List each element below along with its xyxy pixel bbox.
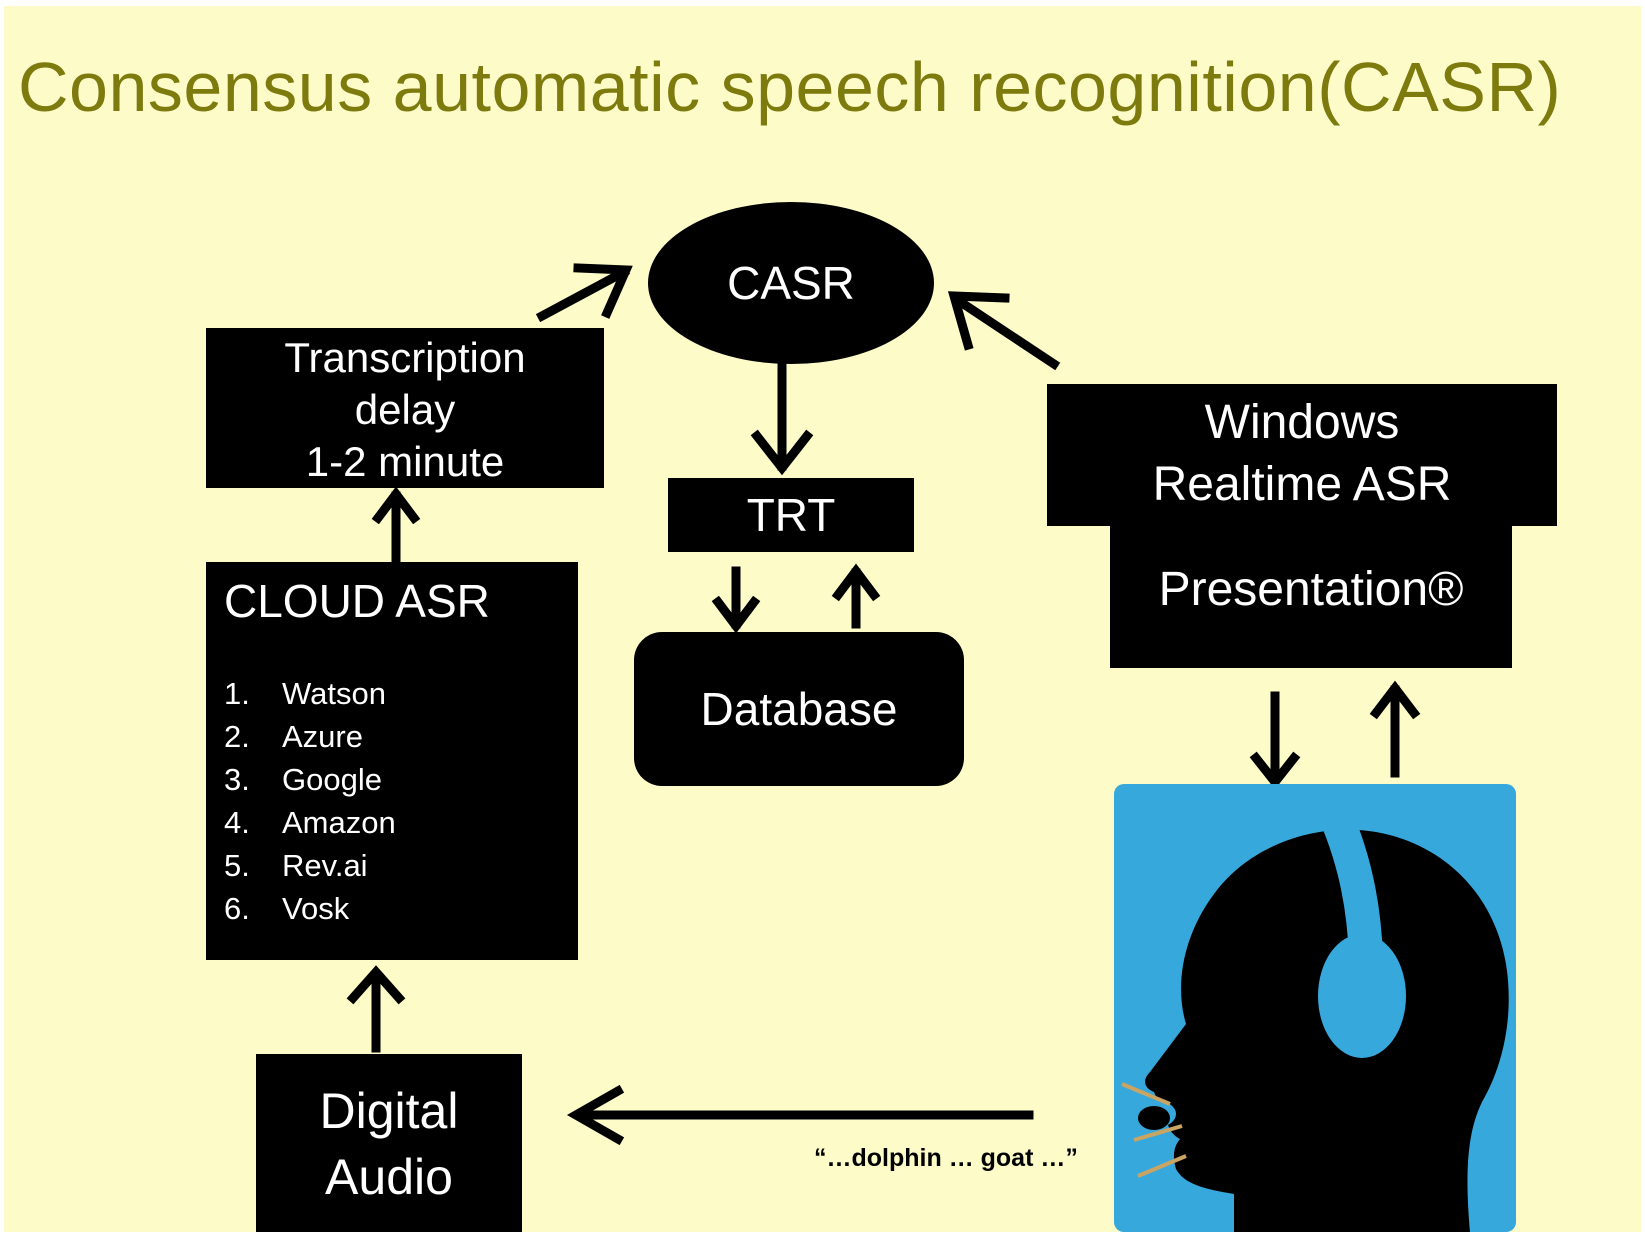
- slide-title: Consensus automatic speech recognition(C…: [18, 48, 1562, 126]
- slide: Consensus automatic speech recognition(C…: [4, 6, 1641, 1232]
- list-item: 5.Rev.ai: [224, 848, 368, 883]
- trt-label: TRT: [746, 489, 836, 541]
- list-item: 2.Azure: [224, 719, 363, 754]
- list-item: 6.Vosk: [224, 891, 350, 926]
- arrow-delay-to-casr: [535, 265, 631, 323]
- windows-line-2: Realtime ASR: [1152, 458, 1452, 511]
- speech-quote: “…dolphin … goat …”: [814, 1144, 1078, 1172]
- casr-node: CASR: [648, 202, 934, 364]
- digital-audio-line-2: Audio: [325, 1149, 453, 1205]
- database-label: Database: [700, 683, 898, 735]
- connector-arrows: [346, 263, 1421, 1146]
- headset-speaker-icon: [1114, 784, 1516, 1232]
- presentation-label: Presentation®: [1158, 563, 1464, 616]
- trt-box: TRT: [668, 478, 914, 552]
- database-box: Database: [634, 632, 964, 786]
- delay-line-3: 1-2 minute: [305, 438, 505, 485]
- delay-line-1: Transcription: [284, 334, 526, 381]
- cloud-asr-list: 1.Watson 2.Azure 3.Google 4.Amazon 5.Rev…: [224, 672, 396, 930]
- cloud-asr-box: CLOUD ASR 1.Watson 2.Azure 3.Google 4.Am…: [206, 562, 578, 960]
- arrow-windows-to-casr: [952, 294, 1061, 371]
- casr-label: CASR: [727, 257, 855, 309]
- delay-line-2: delay: [354, 386, 456, 433]
- windows-line-1: Windows: [1204, 396, 1400, 449]
- cloud-asr-title: CLOUD ASR: [224, 575, 490, 627]
- digital-audio-line-1: Digital: [319, 1083, 459, 1139]
- transcription-delay-box: Transcription delay 1-2 minute: [206, 328, 604, 488]
- presentation-box: Presentation®: [1110, 518, 1512, 668]
- list-item: 3.Google: [224, 762, 382, 797]
- digital-audio-box: Digital Audio: [256, 1054, 522, 1232]
- list-item: 1.Watson: [224, 676, 386, 711]
- windows-asr-box: Windows Realtime ASR: [1047, 384, 1557, 526]
- list-item: 4.Amazon: [224, 805, 396, 840]
